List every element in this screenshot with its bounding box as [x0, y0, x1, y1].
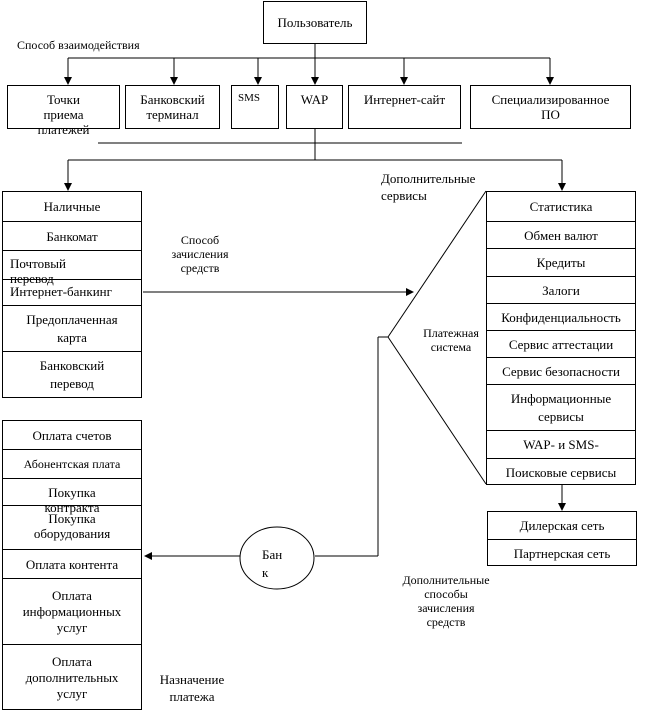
channel-bank-terminal: Банковский терминал: [125, 85, 220, 129]
channel-sms: SMS: [231, 85, 279, 129]
partners-list: Дилерская сеть Партнерская сеть: [487, 511, 637, 566]
funding-item: Предоплаченная карта: [3, 305, 141, 351]
service-item: Сервис безопасности: [487, 357, 635, 384]
bank-label: Бан к: [262, 547, 283, 580]
funding-item: Банкомат: [3, 221, 141, 250]
channel-bank-terminal-label: Банковский терминал: [140, 92, 205, 122]
service-item: Поисковые сервисы: [487, 458, 635, 486]
purpose-item: Покупка оборудования: [3, 505, 141, 549]
channel-payment-points-label: Точки приема платежей: [37, 92, 90, 137]
services-list: Статистика Обмен валют Кредиты Залоги Ко…: [486, 191, 636, 485]
channel-special-software-label: Специализированное ПО: [491, 92, 610, 122]
interaction-label: Способ взаимодействия: [17, 38, 140, 52]
purpose-item: Оплата дополнительных услуг: [3, 644, 141, 710]
channel-payment-points: Точки приема платежей: [7, 85, 120, 137]
bank-node: [239, 526, 315, 590]
channel-wap: WAP: [286, 85, 343, 129]
extra-services-label: Дополнительные сервисы: [381, 171, 476, 203]
purpose-item: Покупка контракта: [3, 478, 141, 515]
purpose-item: Оплата счетов: [32, 427, 112, 443]
service-item: Залоги: [487, 276, 635, 303]
funding-item: Почтовый перевод: [3, 250, 141, 286]
funding-item: Банковский перевод: [3, 351, 141, 398]
payment-system-label: Платежная система: [423, 326, 479, 354]
service-item: Конфиденциальность: [487, 303, 635, 330]
service-item: Информационные сервисы: [487, 384, 635, 430]
extra-crediting-label: Дополнительные способы зачисления средст…: [402, 573, 490, 629]
service-item: Статистика: [529, 199, 593, 214]
crediting-label: Способ зачисления средств: [171, 233, 229, 275]
channel-special-software: Специализированное ПО: [470, 85, 631, 129]
service-item: WAP- и SMS-: [487, 430, 635, 458]
purpose-label: Назначение платежа: [159, 672, 225, 704]
channel-sms-label: SMS: [238, 92, 261, 104]
funding-item: Интернет-банкинг: [3, 279, 141, 305]
service-item: Кредиты: [487, 248, 635, 276]
partner-item: Партнерская сеть: [488, 539, 636, 566]
purposes-list: Оплата счетов Абонентская плата Покупка …: [2, 420, 142, 710]
purpose-item: Оплата информационных услуг: [3, 578, 141, 644]
partner-item: Дилерская сеть: [519, 518, 605, 533]
channel-website-label: Интернет-сайт: [363, 92, 446, 107]
funding-item: Наличные: [43, 199, 101, 214]
funding-list: Наличные Банкомат Почтовый перевод Интер…: [2, 191, 142, 398]
service-item: Сервис аттестации: [487, 330, 635, 357]
channel-website: Интернет-сайт: [348, 85, 461, 129]
purpose-item: Абонентская плата: [3, 449, 141, 478]
channel-wap-label: WAP: [300, 92, 329, 107]
purpose-item: Оплата контента: [3, 549, 141, 578]
user-box: Пользователь: [263, 1, 367, 44]
service-item: Обмен валют: [487, 221, 635, 248]
